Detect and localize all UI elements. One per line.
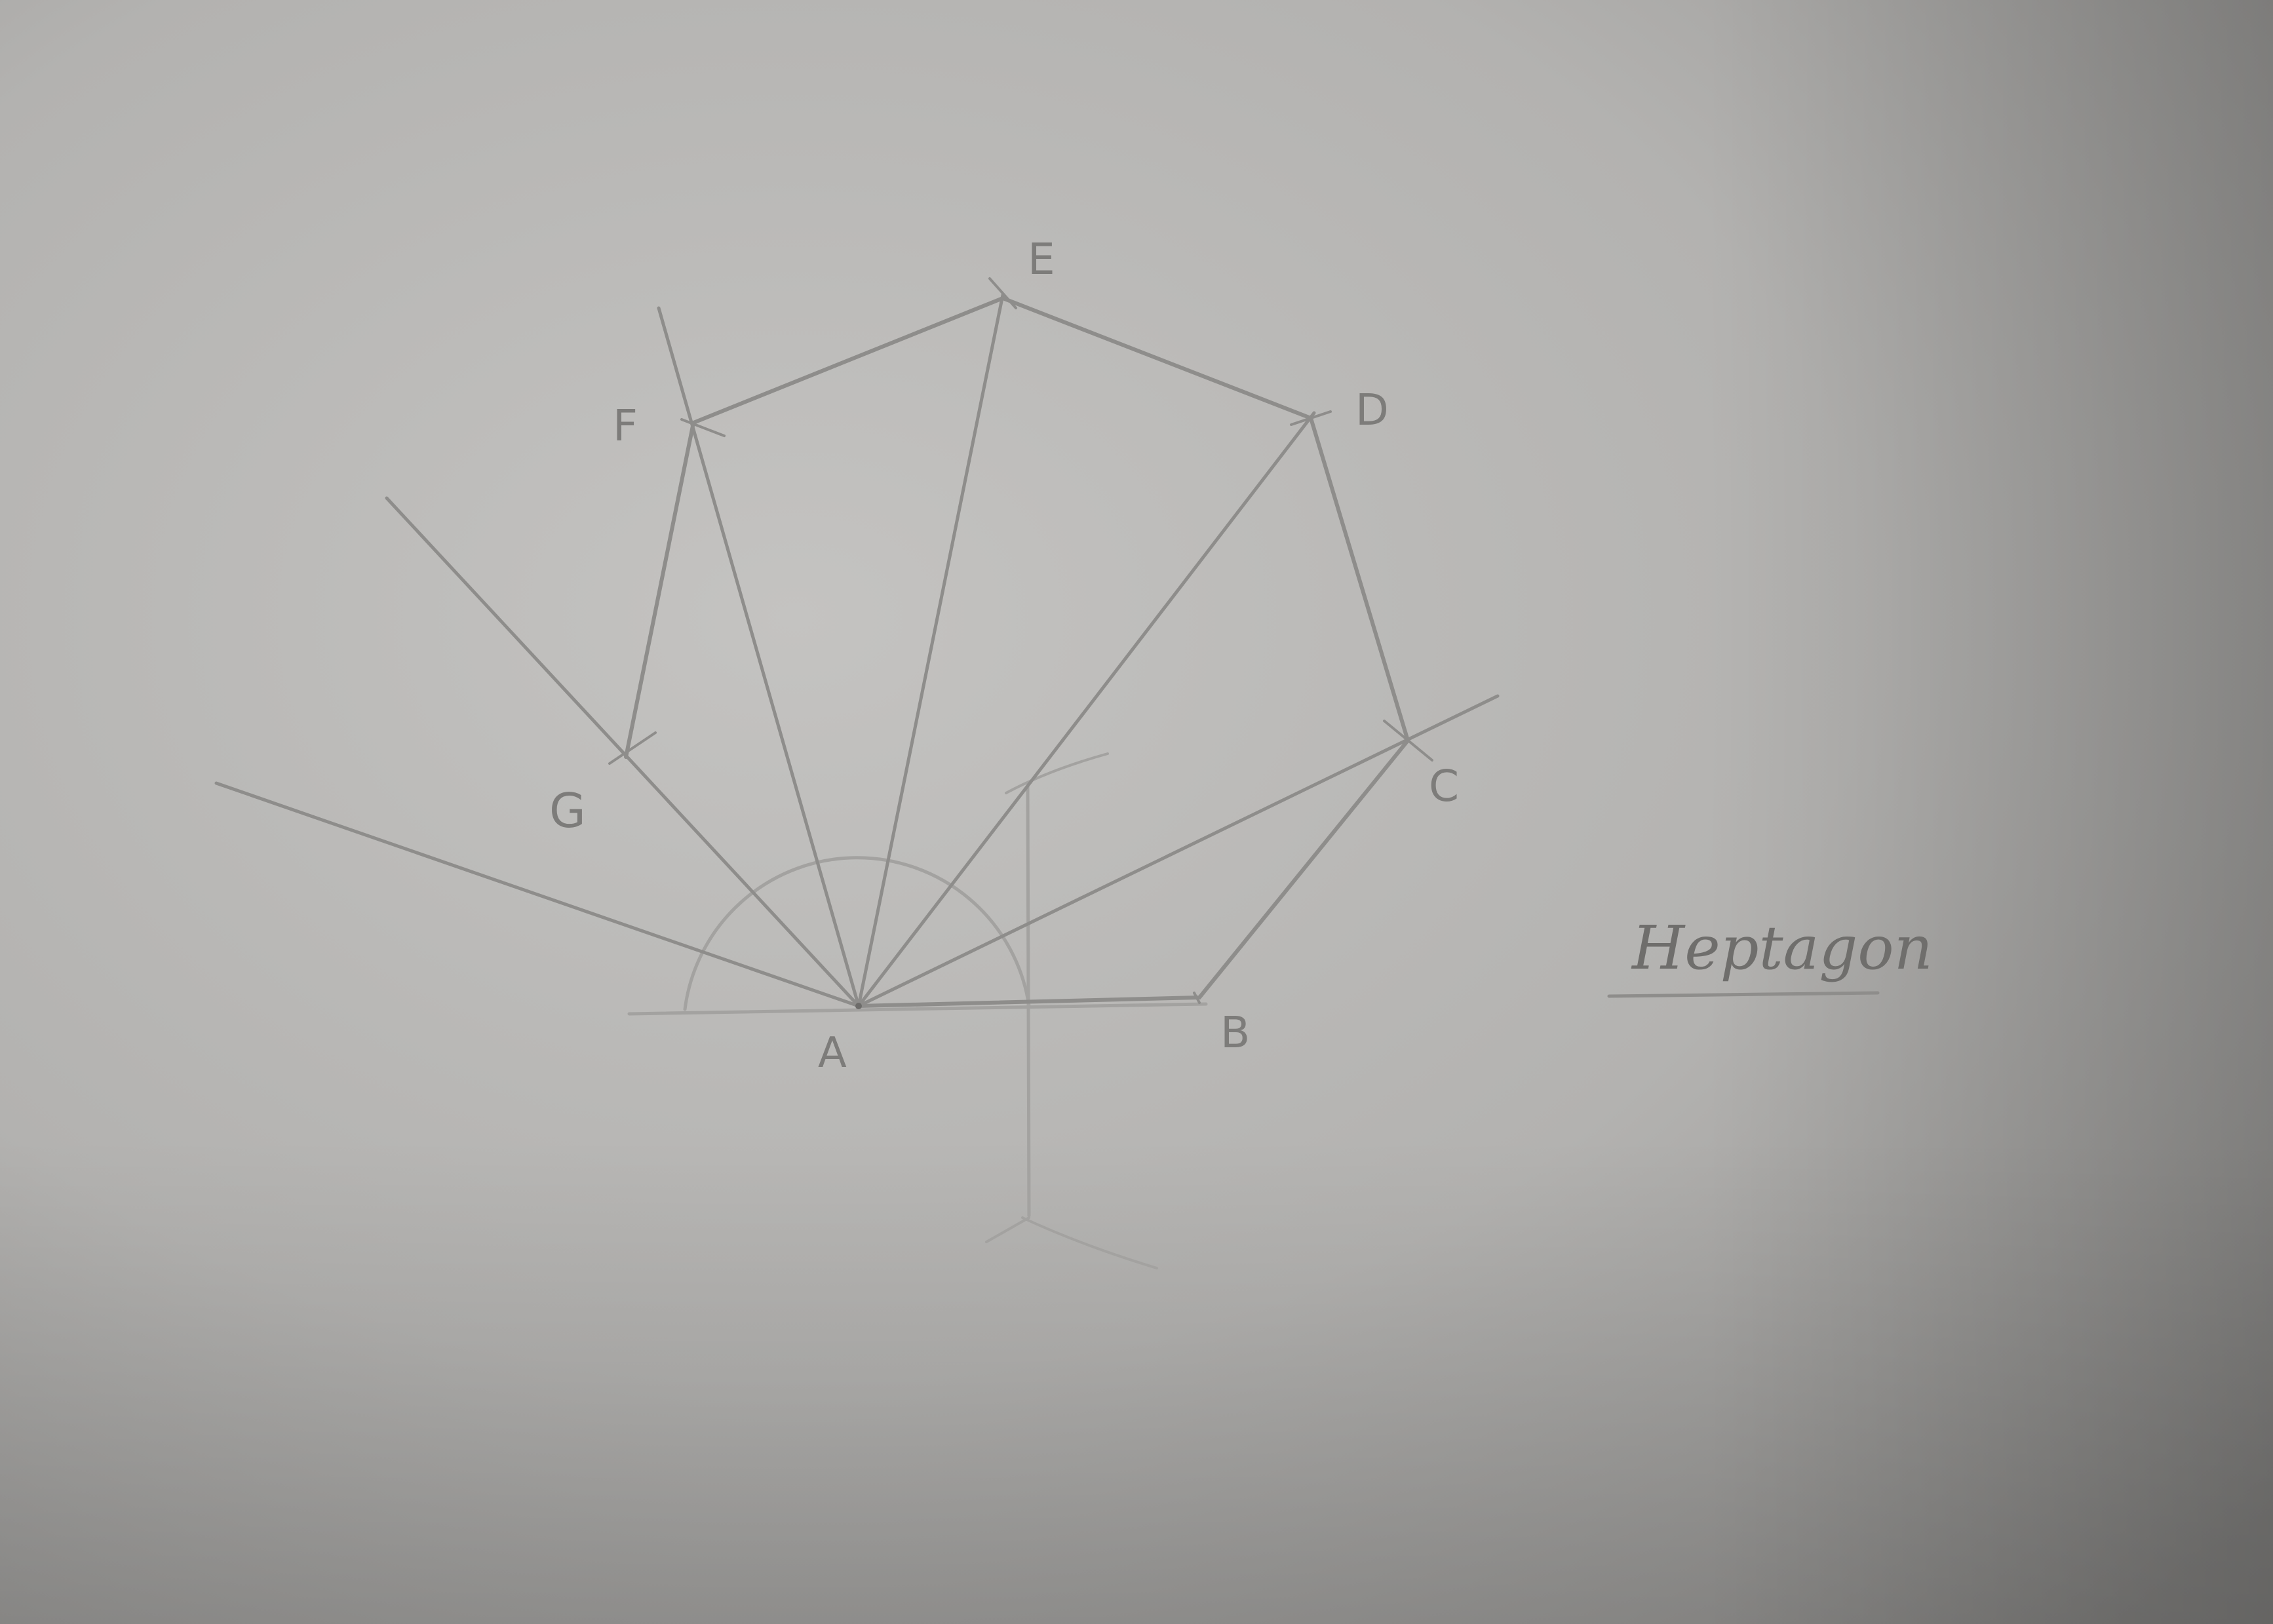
label-G: G: [549, 783, 586, 838]
construction-semicircle: [683, 856, 1031, 1011]
vertex-ticks: [608, 277, 1433, 1004]
ray-to-E: [857, 293, 1005, 1008]
label-D: D: [1355, 385, 1389, 435]
bottom-tick: [985, 1216, 1030, 1243]
ray-to-G: [385, 496, 861, 1008]
label-F: F: [613, 400, 638, 451]
base-line: [627, 1002, 1208, 1016]
ray-to-extended-left: [214, 781, 861, 1008]
title-heptagon: Heptagon: [1631, 913, 1933, 983]
point-A-dot: [855, 1003, 862, 1009]
title-underline: [1607, 991, 1880, 998]
label-C: C: [1429, 761, 1459, 811]
label-E: E: [1028, 234, 1055, 284]
top-tick-arc: [1005, 752, 1109, 794]
label-B: B: [1220, 1007, 1250, 1058]
ray-to-D: [857, 411, 1316, 1008]
ray-to-C: [857, 694, 1500, 1008]
label-A: A: [818, 1029, 847, 1077]
bottom-arc: [1021, 1216, 1158, 1269]
